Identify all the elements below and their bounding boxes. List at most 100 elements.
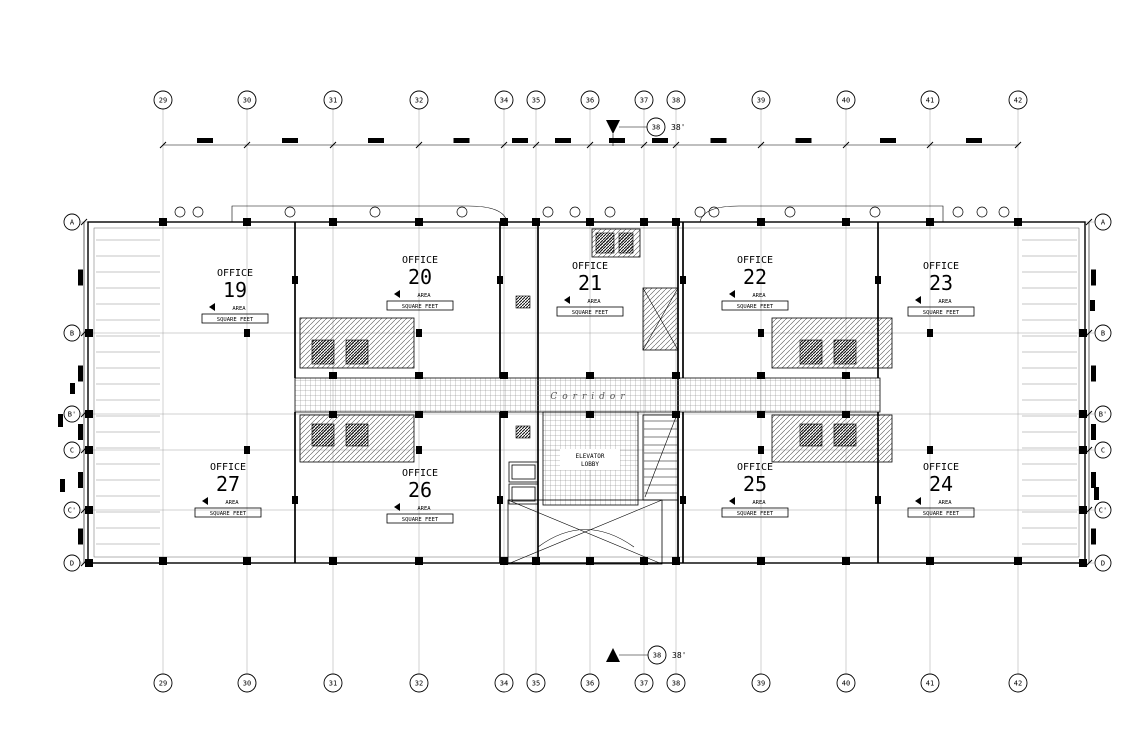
svg-text:OFFICE: OFFICE <box>572 261 608 272</box>
svg-text:31: 31 <box>329 97 337 105</box>
dimension-lines <box>78 138 1096 567</box>
section-bubble-top: 38 <box>652 124 660 132</box>
svg-text:37: 37 <box>640 97 648 105</box>
structural-columns <box>58 218 1099 567</box>
grid-bubble-row-D-left: D <box>63 554 81 572</box>
grid-bubble-col-41-top: 41 <box>920 90 940 110</box>
svg-text:AREA: AREA <box>225 500 239 506</box>
washroom-upper-left <box>299 317 415 369</box>
grid-bubble-col-37-bottom: 37 <box>634 673 654 693</box>
grid-bubble-row-B'-left: B' <box>63 405 81 423</box>
grid-bubble-row-B-left: B <box>63 324 81 342</box>
svg-text:32: 32 <box>415 680 423 688</box>
grid-bubble-col-31-top: 31 <box>323 90 343 110</box>
svg-text:OFFICE: OFFICE <box>402 468 438 479</box>
grid-bubble-row-C'-left: C' <box>63 501 81 519</box>
svg-text:OFFICE: OFFICE <box>923 261 959 272</box>
svg-text:AREA: AREA <box>938 299 952 305</box>
grid-bubble-col-39-top: 39 <box>751 90 771 110</box>
corridor-floor <box>294 377 881 506</box>
svg-text:OFFICE: OFFICE <box>737 462 773 473</box>
svg-text:AREA: AREA <box>417 293 431 299</box>
grid-bubble-col-36-top: 36 <box>580 90 600 110</box>
svg-text:27: 27 <box>216 472 240 496</box>
svg-text:A: A <box>1101 219 1106 227</box>
grid-bubble-col-29-top: 29 <box>153 90 173 110</box>
svg-text:AREA: AREA <box>752 293 766 299</box>
svg-text:30: 30 <box>243 97 251 105</box>
grid-bubble-col-35-bottom: 35 <box>526 673 546 693</box>
svg-text:41: 41 <box>926 680 934 688</box>
svg-text:A: A <box>70 219 75 227</box>
elevator-shaft <box>642 287 679 351</box>
svg-text:B': B' <box>68 411 76 419</box>
grid-bubble-row-B'-right: B' <box>1094 405 1112 423</box>
svg-text:34: 34 <box>500 680 508 688</box>
svg-text:25: 25 <box>743 472 767 496</box>
svg-text:42: 42 <box>1014 97 1022 105</box>
svg-text:41: 41 <box>926 97 934 105</box>
svg-text:19: 19 <box>223 278 247 302</box>
svg-text:26: 26 <box>408 478 432 502</box>
svg-text:SQUARE FEET: SQUARE FEET <box>737 511 774 517</box>
svg-text:23: 23 <box>929 271 953 295</box>
svg-text:OFFICE: OFFICE <box>737 255 773 266</box>
grid-bubble-row-D-right: D <box>1094 554 1112 572</box>
washroom-lower-left <box>299 414 415 463</box>
svg-text:AREA: AREA <box>938 500 952 506</box>
svg-text:SQUARE FEET: SQUARE FEET <box>572 310 609 316</box>
elevator-lobby-label-line2: LOBBY <box>581 461 599 468</box>
grid-bubble-col-40-bottom: 40 <box>836 673 856 693</box>
svg-text:29: 29 <box>159 97 167 105</box>
svg-text:42: 42 <box>1014 680 1022 688</box>
svg-text:AREA: AREA <box>587 299 601 305</box>
svg-text:AREA: AREA <box>752 500 766 506</box>
section-arrow-icon <box>606 648 620 662</box>
svg-text:SQUARE FEET: SQUARE FEET <box>923 310 960 316</box>
grid-bubble-col-42-top: 42 <box>1008 90 1028 110</box>
grid-bubble-row-B-right: B <box>1094 324 1112 342</box>
grid-bubble-row-C-left: C <box>63 441 81 459</box>
svg-text:SQUARE FEET: SQUARE FEET <box>217 317 254 323</box>
grid-bubble-col-42-bottom: 42 <box>1008 673 1028 693</box>
elevator-lobby-label-line1: ELEVATOR <box>576 453 605 460</box>
svg-text:35: 35 <box>532 680 540 688</box>
svg-text:32: 32 <box>415 97 423 105</box>
grid-bubble-col-30-top: 30 <box>237 90 257 110</box>
svg-text:39: 39 <box>757 680 765 688</box>
washroom-upper-right <box>771 317 893 369</box>
grid-bubble-col-31-bottom: 31 <box>323 673 343 693</box>
svg-text:B: B <box>1101 330 1105 338</box>
svg-text:24: 24 <box>929 472 953 496</box>
svg-text:36: 36 <box>586 680 594 688</box>
svg-text:29: 29 <box>159 680 167 688</box>
door-tag-circles <box>174 206 1010 218</box>
section-bubble-bottom: 38 <box>653 652 661 660</box>
svg-text:B': B' <box>1099 411 1107 419</box>
svg-text:D: D <box>70 560 74 568</box>
svg-text:SQUARE FEET: SQUARE FEET <box>737 304 774 310</box>
svg-text:SQUARE FEET: SQUARE FEET <box>923 511 960 517</box>
washroom-lower-right <box>771 414 893 463</box>
elevator-cars <box>508 461 539 505</box>
svg-text:40: 40 <box>842 680 850 688</box>
svg-text:D: D <box>1101 560 1105 568</box>
svg-text:OFFICE: OFFICE <box>217 268 253 279</box>
svg-text:37: 37 <box>640 680 648 688</box>
lobby-label-mask <box>560 449 620 470</box>
interior-detail-lines <box>96 239 1077 545</box>
section-dim-top: 38' <box>671 123 685 132</box>
grid-bubble-row-C'-right: C' <box>1094 501 1112 519</box>
grid-bubble-col-35-top: 35 <box>526 90 546 110</box>
grid-bubble-col-37-top: 37 <box>634 90 654 110</box>
